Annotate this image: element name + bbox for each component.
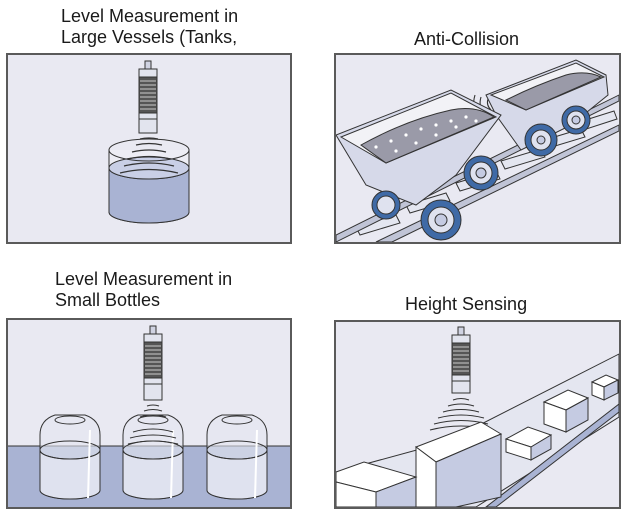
mine-cart-front-icon: [336, 89, 502, 241]
title-line: Small Bottles: [55, 290, 161, 310]
bottle-icon: [206, 414, 268, 500]
bottle-icon: [39, 414, 101, 500]
anti-collision-illustration: [336, 59, 619, 242]
large-vessel-illustration: [108, 60, 190, 224]
box-small-icon: [590, 374, 619, 401]
title-line: Anti-Collision: [414, 29, 520, 49]
title-line: Large Vessels (Tanks,: [61, 27, 238, 47]
panel-title-height-sensing: Height Sensing: [405, 294, 527, 315]
ultrasonic-sensor-icon: [143, 325, 163, 401]
tank-icon: [108, 138, 190, 224]
panel-title-large-vessels: Level Measurement in Large Vessels (Tank…: [61, 6, 238, 48]
title-line: Level Measurement in: [55, 269, 233, 289]
box-left-icon: [336, 461, 418, 507]
ultrasonic-sensor-icon: [138, 60, 158, 134]
title-line: Height Sensing: [405, 294, 528, 314]
bottle-icon: [122, 414, 184, 500]
box-large-icon: [414, 421, 503, 507]
box-medium-icon: [504, 426, 553, 461]
panel-height-sensing: [334, 320, 621, 509]
panel-large-vessels: [6, 53, 292, 244]
panel-title-anti-collision: Anti-Collision: [414, 29, 519, 50]
mine-cart-rear-icon: [485, 59, 609, 157]
height-sensing-illustration: [336, 326, 619, 507]
small-bottles-illustration: [8, 325, 290, 507]
ultrasonic-sensor-icon: [451, 326, 471, 394]
sound-waves-icon: [127, 404, 179, 445]
title-line: Level Measurement in: [61, 6, 239, 26]
panel-small-bottles: [6, 318, 292, 509]
box-upper-icon: [542, 389, 590, 433]
panel-anti-collision: [334, 53, 621, 244]
panel-title-small-bottles: Level Measurement in Small Bottles: [55, 269, 232, 311]
sound-waves-icon: [119, 137, 179, 174]
